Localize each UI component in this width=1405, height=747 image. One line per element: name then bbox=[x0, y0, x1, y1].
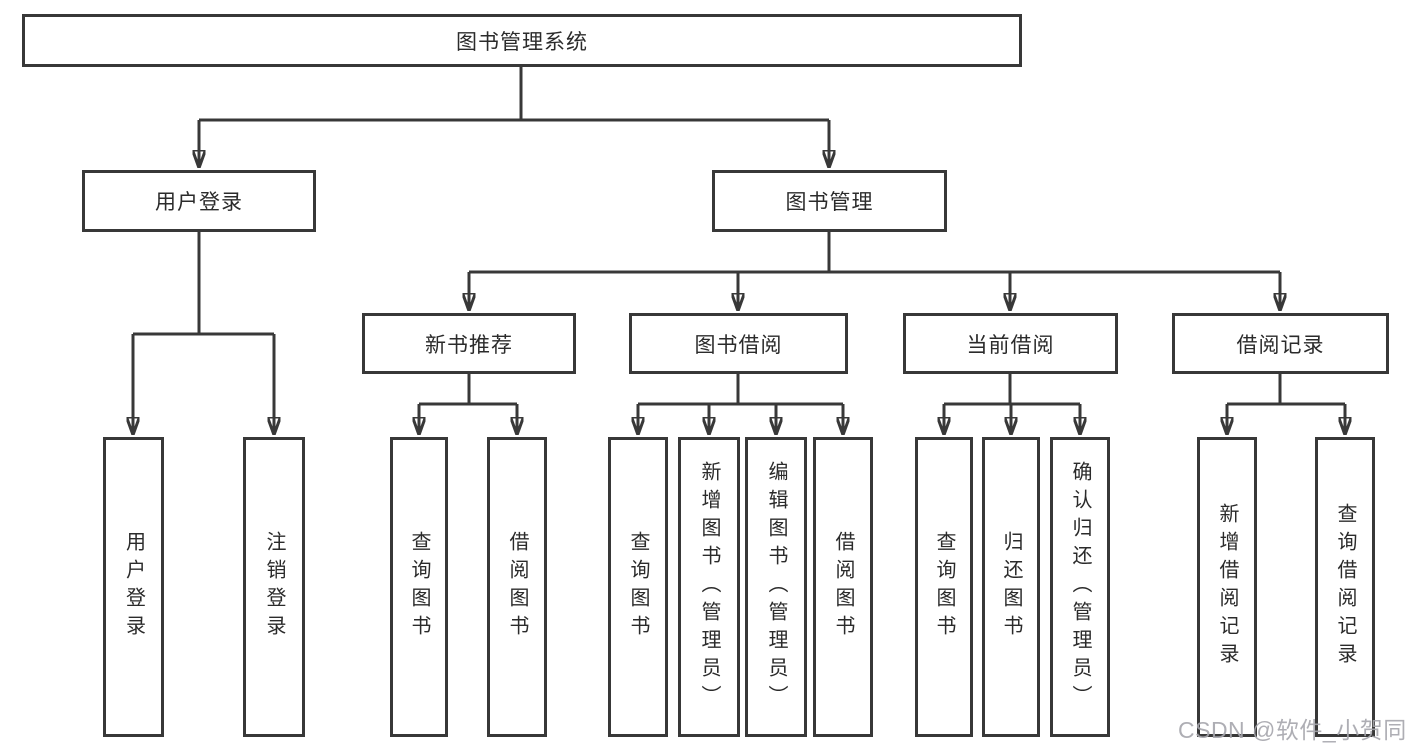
leaf-borrow-books-recommend: 借阅图书 bbox=[487, 437, 547, 737]
node-user-login: 用户登录 bbox=[82, 170, 316, 232]
connector-root-to-level1 bbox=[199, 67, 829, 168]
node-book-borrowing: 图书借阅 bbox=[629, 313, 848, 374]
node-current-borrowing: 当前借阅 bbox=[903, 313, 1118, 374]
node-borrow-records: 借阅记录 bbox=[1172, 313, 1389, 374]
leaf-user-login: 用户登录 bbox=[103, 437, 164, 737]
node-new-book-recommend: 新书推荐 bbox=[362, 313, 576, 374]
leaf-add-borrow-record: 新增借阅记录 bbox=[1197, 437, 1257, 737]
leaf-return-books: 归还图书 bbox=[982, 437, 1040, 737]
connector-new-books-children bbox=[419, 374, 517, 435]
connector-user-login-children bbox=[133, 232, 274, 435]
leaf-query-books-borrow: 查询图书 bbox=[608, 437, 668, 737]
connector-book-borrow-children bbox=[638, 374, 843, 435]
leaf-query-books-recommend: 查询图书 bbox=[390, 437, 448, 737]
connector-borrow-records-children bbox=[1227, 374, 1345, 435]
connector-current-borrow-children bbox=[944, 374, 1080, 435]
leaf-logout: 注销登录 bbox=[243, 437, 305, 737]
leaf-query-borrow-record: 查询借阅记录 bbox=[1315, 437, 1375, 737]
leaf-confirm-return-admin: 确认归还（管理员） bbox=[1050, 437, 1110, 737]
connector-book-mgmt-to-level2 bbox=[469, 232, 1280, 311]
node-book-management: 图书管理 bbox=[712, 170, 947, 232]
leaf-borrow-books: 借阅图书 bbox=[813, 437, 873, 737]
leaf-query-books-current: 查询图书 bbox=[915, 437, 973, 737]
leaf-add-books-admin: 新增图书（管理员） bbox=[678, 437, 740, 737]
csdn-watermark: CSDN @软件_小贺同学 bbox=[1178, 717, 1405, 743]
leaf-edit-books-admin: 编辑图书（管理员） bbox=[745, 437, 807, 737]
node-library-system-root: 图书管理系统 bbox=[22, 14, 1022, 67]
